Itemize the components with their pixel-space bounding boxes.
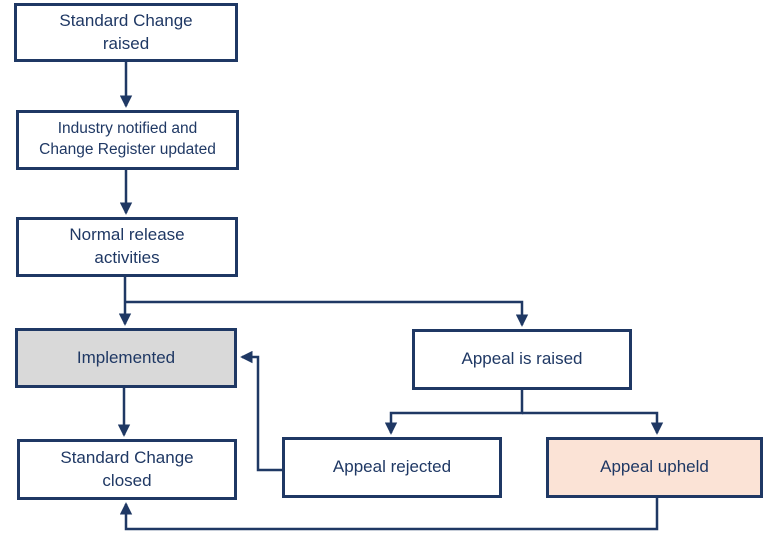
node-standard-change-closed: Standard Change closed (17, 439, 237, 500)
node-industry-notified: Industry notified and Change Register up… (16, 110, 239, 170)
edge-release-to-appeal-raised (125, 300, 529, 327)
edge-appeal-raised-to-appeal-rejected (384, 390, 524, 435)
edge-appeal-rejected-to-implemented (240, 350, 282, 472)
node-normal-release-activities: Normal release activities (16, 217, 238, 277)
edge-appeal-raised-to-appeal-upheld (522, 411, 664, 435)
node-implemented: Implemented (15, 328, 237, 388)
node-standard-change-raised: Standard Change raised (14, 3, 238, 62)
edge-appeal-upheld-to-closed (119, 498, 659, 531)
node-appeal-is-raised: Appeal is raised (412, 329, 632, 390)
node-appeal-rejected: Appeal rejected (282, 437, 502, 498)
node-appeal-upheld: Appeal upheld (546, 437, 763, 498)
